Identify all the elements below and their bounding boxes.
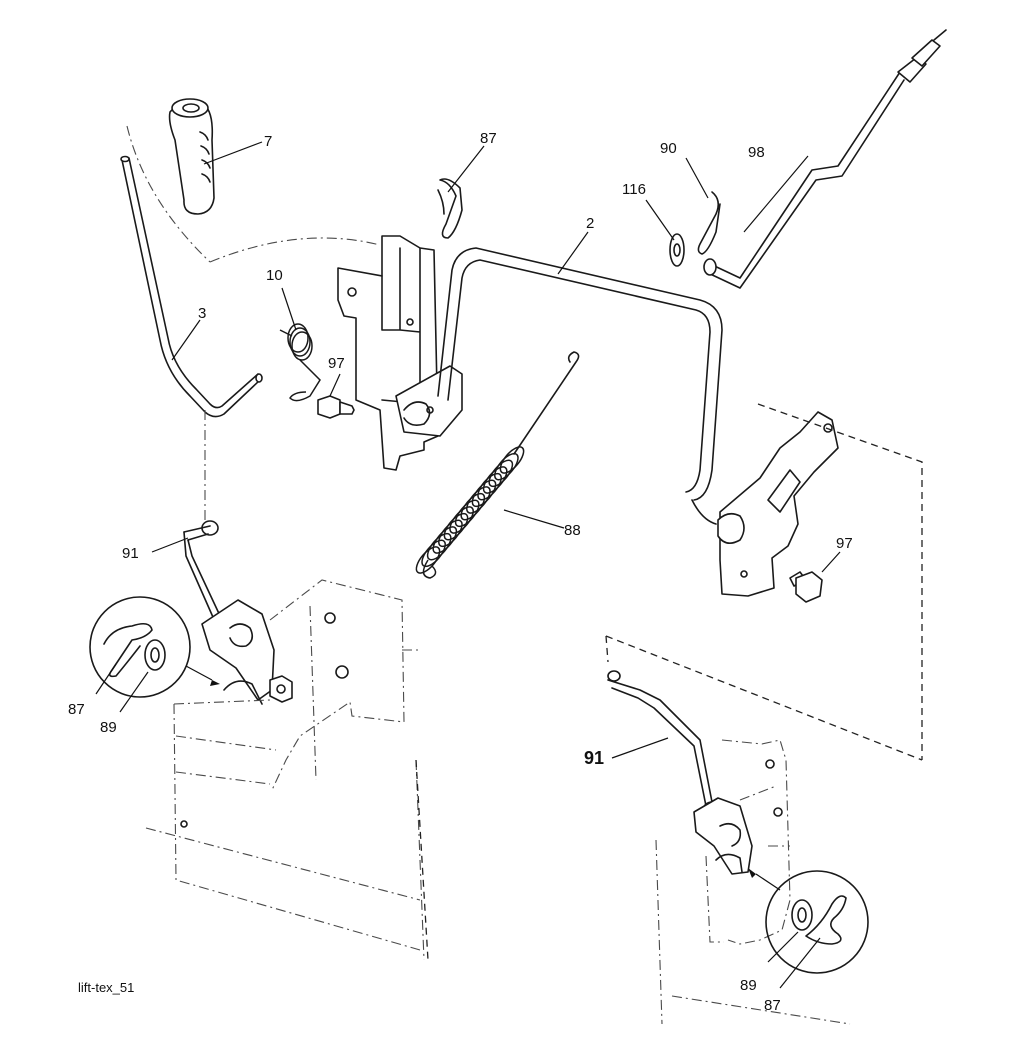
detail-circle-right bbox=[748, 868, 869, 974]
hairpin-clip-87-top bbox=[437, 178, 463, 239]
spring-coil bbox=[443, 512, 469, 541]
spring-coil bbox=[421, 539, 446, 568]
spring-coil bbox=[415, 546, 441, 574]
lift-lever-3 bbox=[120, 155, 263, 418]
shoulder-bolt-97-right bbox=[789, 571, 823, 603]
spring-coil bbox=[449, 506, 474, 534]
rod-98 bbox=[703, 29, 947, 289]
shoulder-bolt-97-left bbox=[317, 395, 355, 419]
callout-7: 7 bbox=[264, 133, 272, 150]
left-deck-plate bbox=[145, 579, 425, 961]
callout-91-left: 91 bbox=[122, 545, 139, 562]
callout-10: 10 bbox=[266, 267, 283, 284]
callout-90: 90 bbox=[660, 140, 677, 157]
callout-98: 98 bbox=[748, 144, 765, 161]
handle-grip-7 bbox=[168, 98, 215, 215]
spring-coil bbox=[499, 446, 525, 474]
callout-87-right: 87 bbox=[764, 997, 781, 1014]
grip-alignment-line bbox=[126, 125, 211, 263]
torsion-spring-10 bbox=[279, 323, 321, 402]
spring-88-hook bbox=[513, 351, 580, 455]
callout-97-right: 97 bbox=[836, 535, 853, 552]
callout-2: 2 bbox=[586, 215, 594, 232]
spring-end-hook bbox=[422, 559, 437, 579]
callout-97-left: 97 bbox=[328, 355, 345, 372]
washer-116 bbox=[669, 233, 685, 267]
hairpin-clip-90 bbox=[697, 191, 721, 255]
drawing-id: lift-tex_51 bbox=[78, 980, 134, 995]
spring-coil bbox=[494, 452, 519, 481]
mounting-bracket bbox=[337, 235, 463, 471]
left-deck-bracket bbox=[201, 599, 293, 705]
reference-frame-lower bbox=[605, 635, 923, 761]
reference-line-left bbox=[415, 759, 429, 961]
right-deck-bracket bbox=[693, 797, 753, 875]
spring-coil bbox=[454, 499, 480, 528]
spring-coil bbox=[438, 519, 463, 548]
extension-spring-88 bbox=[415, 446, 525, 579]
callout-116: 116 bbox=[622, 181, 646, 198]
callout-91-right: 91 bbox=[584, 748, 604, 768]
spring-coil bbox=[488, 459, 514, 488]
lever-swing-line bbox=[204, 237, 381, 520]
spring-coil bbox=[482, 466, 508, 494]
spring-coil bbox=[477, 472, 502, 501]
callout-3: 3 bbox=[198, 305, 206, 322]
callout-87-left: 87 bbox=[68, 701, 85, 718]
leader-lines bbox=[95, 141, 841, 989]
callout-89-left: 89 bbox=[100, 719, 117, 736]
spring-coil bbox=[432, 526, 458, 554]
reference-frame-right bbox=[757, 403, 923, 760]
callout-87-top: 87 bbox=[480, 130, 497, 147]
spring-coil bbox=[471, 479, 497, 508]
lift-link-91-right bbox=[607, 670, 721, 815]
callout-89-right: 89 bbox=[740, 977, 757, 994]
spring-coil bbox=[426, 532, 452, 561]
spring-coil bbox=[460, 492, 486, 521]
lift-shaft-2 bbox=[437, 247, 723, 525]
detail-circle-left bbox=[89, 596, 220, 698]
right-deck-plate bbox=[655, 739, 851, 1025]
spring-coil bbox=[466, 486, 491, 514]
callout-88: 88 bbox=[564, 522, 581, 539]
right-lift-arm bbox=[717, 411, 839, 597]
